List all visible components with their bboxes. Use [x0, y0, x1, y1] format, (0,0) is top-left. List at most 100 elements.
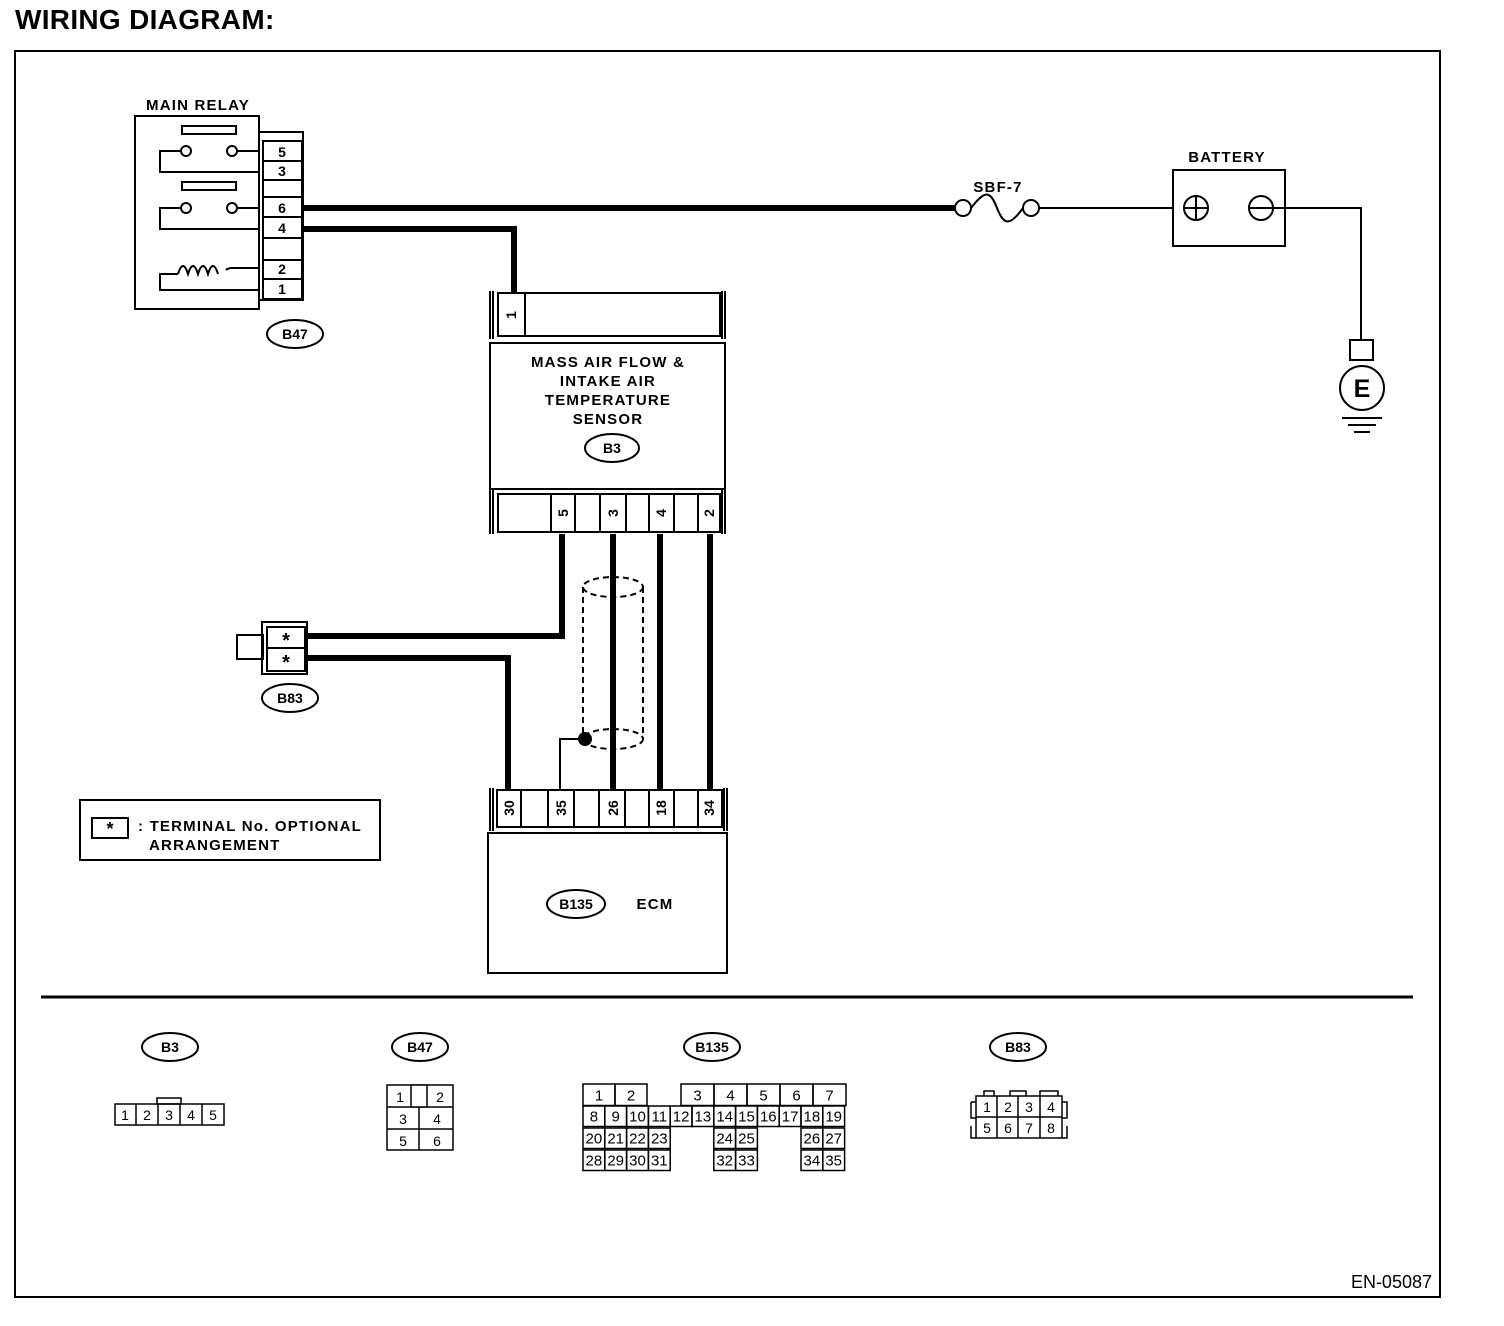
- b135-view-pin: 32: [716, 1153, 733, 1170]
- b135-view-pin: 17: [782, 1109, 799, 1126]
- ground-symbol: E: [1339, 339, 1385, 433]
- connector-view-b83: B83 1 2 3 4 5 6 7 8: [970, 1032, 1068, 1139]
- ecm-label: ECM: [637, 896, 674, 913]
- b3-view-pin: 5: [209, 1107, 217, 1123]
- b135-view-tag: B135: [695, 1039, 729, 1055]
- legend-symbol: *: [106, 819, 113, 839]
- battery-label: BATTERY: [1188, 149, 1266, 166]
- b135-view-pin: 29: [607, 1153, 624, 1170]
- b3-view-pin: 2: [143, 1107, 151, 1123]
- b135-view-pin: 11: [652, 1109, 668, 1126]
- b135-view-pin: 14: [716, 1109, 733, 1126]
- b135-view-pin: 30: [629, 1153, 646, 1170]
- b135-view-pin: 2: [627, 1088, 635, 1105]
- b3-tag: B3: [603, 440, 621, 456]
- fuse-sbf7: SBF-7: [954, 179, 1040, 223]
- b47-view-pin: 6: [433, 1133, 441, 1149]
- b83-view-pin: 7: [1025, 1120, 1033, 1136]
- main-relay: MAIN RELAY 5 3 6 4 2 1 B47: [134, 97, 324, 349]
- ecm-pin-26: 26: [605, 800, 621, 816]
- b135-view-pin: 26: [804, 1131, 821, 1148]
- b47-view-pin: 3: [399, 1111, 407, 1127]
- diagram-frame: [14, 50, 1441, 1298]
- ecm: 30 35 26 18 34 B135 ECM: [487, 788, 728, 974]
- legend: * : TERMINAL No. OPTIONAL ARRANGEMENT: [79, 799, 381, 861]
- b135-view-pin: 19: [825, 1109, 842, 1126]
- b83-tag: B83: [277, 690, 303, 706]
- b135-view-pin: 34: [804, 1153, 821, 1170]
- b135-view-pin: 8: [590, 1109, 598, 1126]
- b83-view-pin: 4: [1047, 1099, 1055, 1115]
- b135-view-pin: 1: [595, 1088, 603, 1105]
- b135-view-pin: 3: [693, 1088, 701, 1105]
- harness-wires: [303, 205, 955, 790]
- b47-view-pin: 1: [396, 1089, 404, 1105]
- sensor-label-line-2: INTAKE AIR: [560, 373, 656, 390]
- relay-pin-2: 2: [278, 261, 286, 277]
- ecm-pin-34: 34: [701, 800, 717, 816]
- b135-view-pin: 13: [695, 1109, 712, 1126]
- b135-view-pin: 7: [825, 1088, 833, 1105]
- relay-pin-5: 5: [278, 144, 286, 160]
- b3-view-pin: 4: [187, 1107, 195, 1123]
- b135-view-pin: 10: [629, 1109, 646, 1126]
- b83-view-pin: 5: [983, 1120, 991, 1136]
- sensor-pin-2: 2: [701, 509, 717, 517]
- b83-view-pin: 6: [1004, 1120, 1012, 1136]
- shield-junction: [578, 732, 592, 746]
- sensor-label-line-3: TEMPERATURE: [545, 392, 671, 409]
- b3-view-pin: 1: [121, 1107, 129, 1123]
- b83-pin-b: *: [282, 652, 290, 674]
- legend-line-2: ARRANGEMENT: [149, 837, 281, 854]
- document-code: EN-05087: [1351, 1272, 1432, 1292]
- b135-view-pin: 15: [738, 1109, 755, 1126]
- b3-view-tag: B3: [161, 1039, 179, 1055]
- relay-pin-1: 1: [278, 281, 286, 297]
- relay-pin-3: 3: [278, 163, 286, 179]
- b135-view-pin: 28: [586, 1153, 603, 1170]
- b135-view-pin: 9: [612, 1109, 620, 1126]
- shield-wire: [582, 576, 644, 750]
- b135-view-pin: 21: [607, 1131, 624, 1148]
- ground-label: E: [1354, 375, 1371, 403]
- b3-view-pin: 3: [165, 1107, 173, 1123]
- sensor-pin-3: 3: [605, 509, 621, 517]
- ecm-pin-30: 30: [501, 800, 517, 816]
- b135-view-pin: 18: [804, 1109, 821, 1126]
- ecm-pin-18: 18: [653, 800, 669, 816]
- b83-pin-a: *: [282, 630, 290, 652]
- battery: BATTERY: [1172, 149, 1286, 247]
- sensor-pin-4: 4: [653, 509, 669, 517]
- b135-tag: B135: [559, 896, 593, 912]
- b83-view-pin: 8: [1047, 1120, 1055, 1136]
- b83-connector: * * B83: [236, 621, 319, 713]
- b83-view-pin: 3: [1025, 1099, 1033, 1115]
- b135-view-pin: 23: [651, 1131, 668, 1148]
- main-relay-label: MAIN RELAY: [146, 97, 250, 114]
- b135-view-pin: 4: [726, 1088, 734, 1105]
- page-title: WIRING DIAGRAM:: [15, 4, 275, 35]
- b135-view-pin: 24: [716, 1131, 733, 1148]
- sensor-pin-5: 5: [555, 509, 571, 517]
- ecm-pin-35: 35: [553, 800, 569, 816]
- b135-view-pin: 31: [651, 1153, 668, 1170]
- sensor-pin-1: 1: [503, 311, 519, 319]
- b47-view-pin: 5: [399, 1133, 407, 1149]
- b47-view-pin: 4: [433, 1111, 441, 1127]
- sensor-label-line-1: MASS AIR FLOW &: [531, 354, 685, 371]
- maf-sensor: 1 MASS AIR FLOW & INTAKE AIR TEMPERATURE…: [489, 291, 726, 534]
- thin-wires: [559, 207, 1362, 790]
- b47-view-tag: B47: [407, 1039, 433, 1055]
- b135-view-pin: 16: [760, 1109, 777, 1126]
- b135-view-pin: 12: [673, 1109, 690, 1126]
- b135-view-pin: 20: [586, 1131, 603, 1148]
- fuse-label: SBF-7: [973, 179, 1022, 196]
- b135-view-pin: 35: [825, 1153, 842, 1170]
- b83-view-pin: 2: [1004, 1099, 1012, 1115]
- connector-view-b3: B3 1 2 3 4 5: [114, 1032, 225, 1126]
- b135-view-pin: 33: [738, 1153, 755, 1170]
- b135-view-pin: 5: [759, 1088, 767, 1105]
